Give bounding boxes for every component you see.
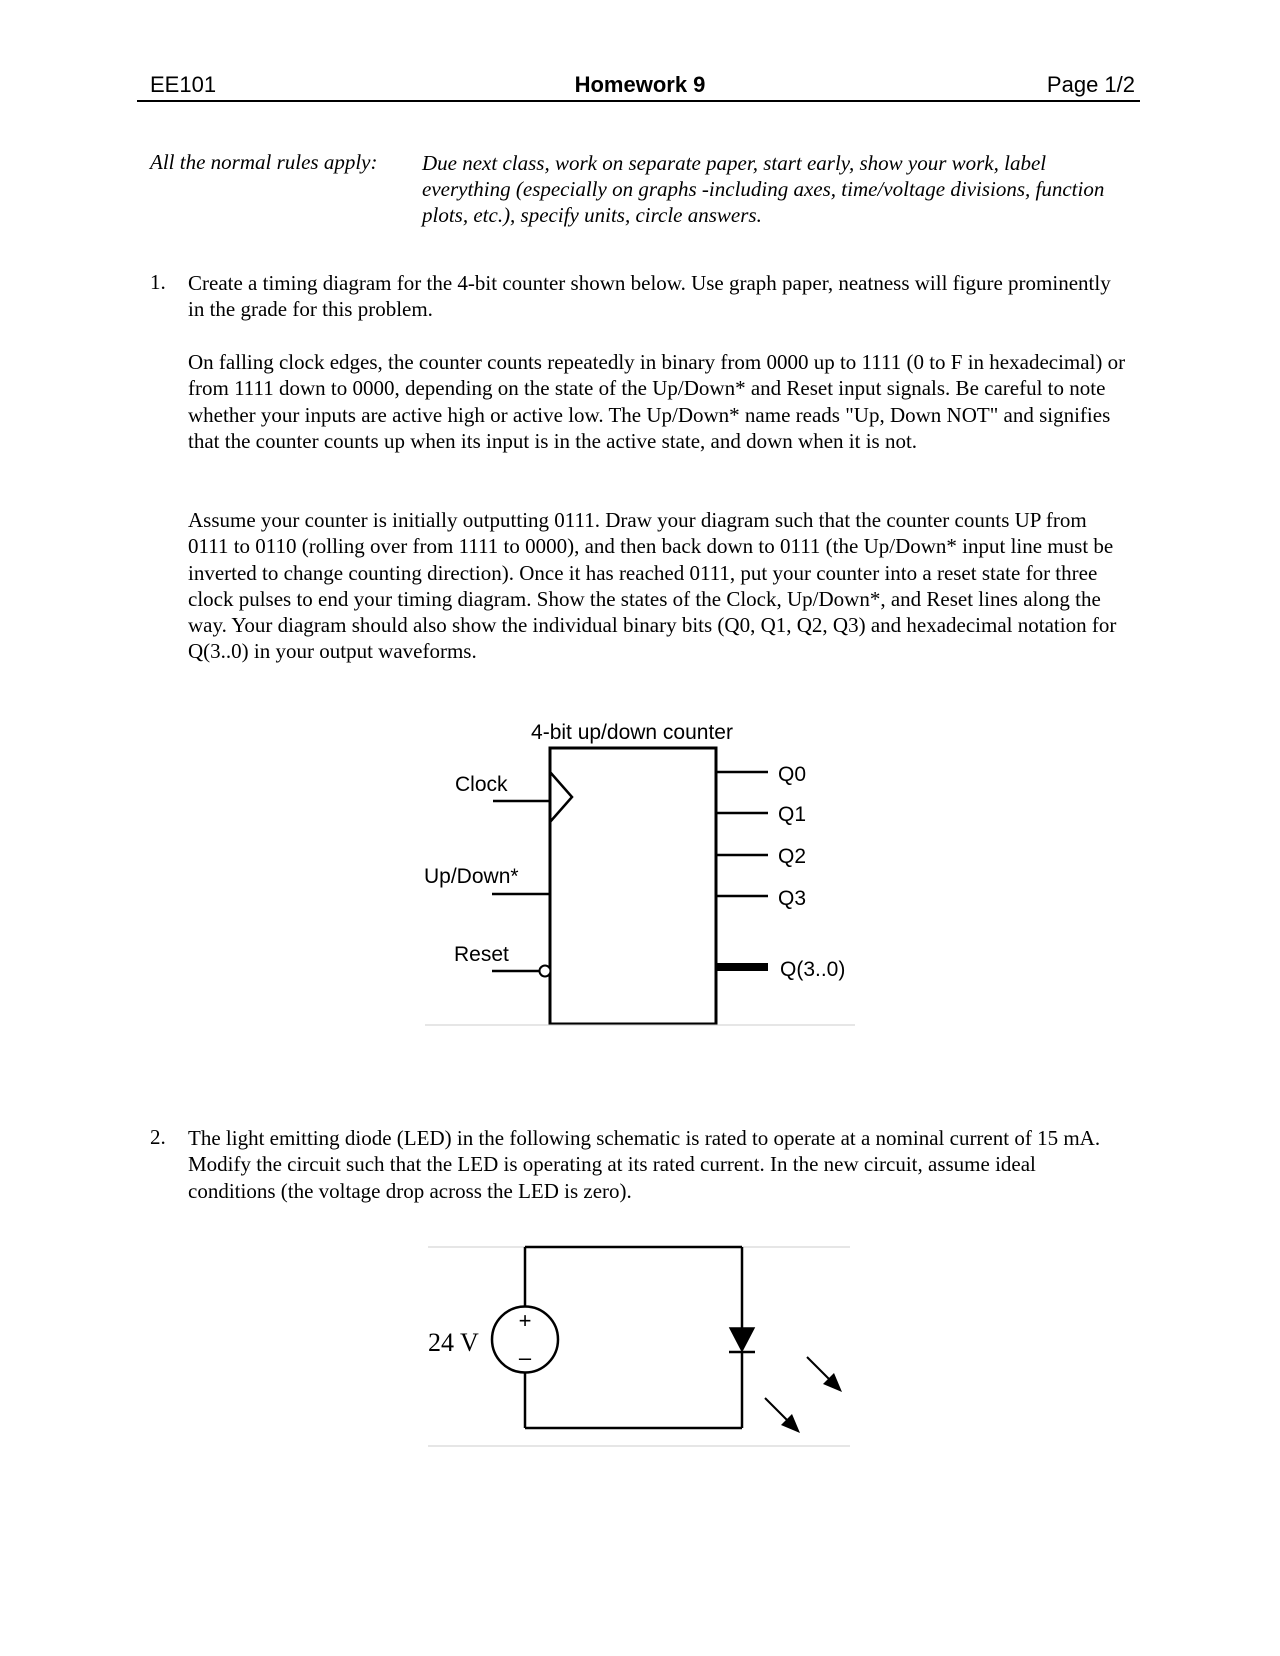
q1-label: Q1 [778,803,806,826]
light-arrowhead-2 [781,1414,800,1433]
rules-label: All the normal rules apply: [150,150,378,174]
problem-1-paragraph-1: Create a timing diagram for the 4-bit co… [188,271,1111,322]
problem-2-paragraph-1: The light emitting diode (LED) in the fo… [188,1126,1101,1203]
page-number: Page 1/2 [1046,72,1135,97]
q2-label: Q2 [778,845,806,868]
counter-block [548,746,718,1026]
q-bus-label: Q(3..0) [780,958,845,981]
source-plus-sign: + [519,1308,532,1333]
course-code: EE101 [150,72,217,97]
header-divider [137,100,1140,102]
reset-inversion-bubble [538,964,552,978]
counter-title: 4-bit up/down counter [531,721,733,744]
problem-2-number: 2. [150,1125,166,1149]
q0-label: Q0 [778,763,806,786]
counter-diagram: 4-bit up/down counter Clock Up/Down* Res… [424,721,855,1026]
clock-edge-symbol [549,771,574,823]
problem-1-paragraph-2: On falling clock edges, the counter coun… [188,350,1126,453]
page-title: Homework 9 [574,72,706,97]
light-arrowhead-1 [823,1373,842,1392]
updown-input-label: Up/Down* [424,865,519,888]
reset-input-label: Reset [454,943,509,966]
led-diode-symbol [728,1327,756,1353]
q3-label: Q3 [778,887,806,910]
source-voltage-label: 24 V [428,1328,479,1357]
led-circuit-diagram: + – 24 V [428,1245,850,1447]
problem-1-number: 1. [150,270,166,294]
problem-1-paragraph-3: Assume your counter is initially outputt… [188,508,1117,664]
source-minus-sign: – [519,1345,532,1370]
clock-input-label: Clock [455,773,508,796]
voltage-source-circle [490,1305,560,1374]
rules-text: Due next class, work on separate paper, … [422,151,1105,227]
